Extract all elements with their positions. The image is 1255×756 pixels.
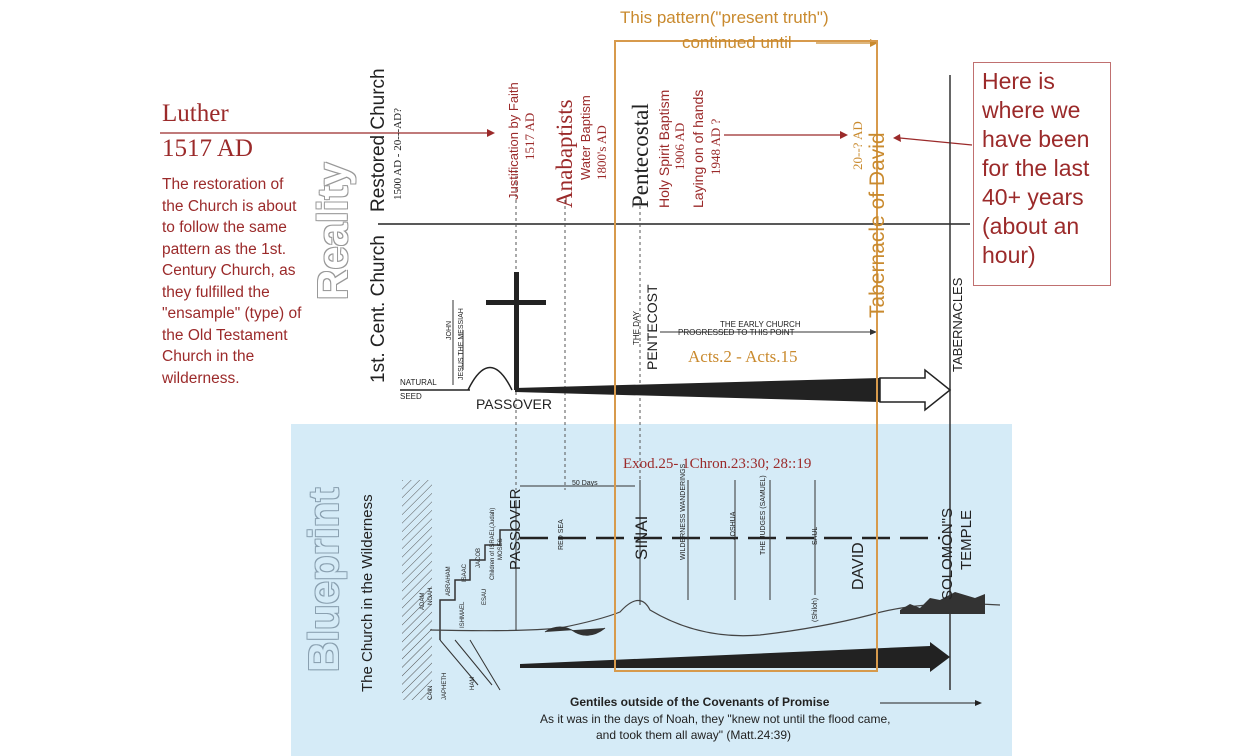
future-year: 20--? AD: [850, 121, 865, 170]
first-century-label: 1st. Cent. Church: [368, 235, 389, 383]
solomons-temple-line2: TEMPLE: [958, 509, 975, 570]
judges-label: THE JUDGES (SAMUEL): [760, 475, 767, 555]
patriarch-jacob: JACOB: [476, 547, 482, 568]
joshua-label: JOSHUA: [730, 511, 737, 540]
pattern-note-line2: continued until: [682, 33, 792, 52]
passover-label: PASSOVER: [476, 396, 552, 412]
noah-quote-line2: and took them all away" (Matt.24:39): [596, 728, 792, 742]
saul-label: SAUL: [812, 526, 819, 545]
restored-church-label: Restored Church: [368, 68, 389, 212]
patriarch-moses: MOSES: [498, 538, 504, 560]
callout-arrow: [899, 137, 973, 146]
the-day-label: THE DAY: [632, 310, 641, 345]
patriarch-abraham: ABRAHAM: [446, 566, 452, 596]
solomons-temple-line1: SOLOMON"S: [939, 507, 956, 600]
holy-spirit-year: 1906 AD: [672, 122, 687, 170]
patriarch-adam: ADAM: [420, 592, 426, 610]
callout-box: Here is where we have been for the last …: [973, 62, 1111, 286]
fifty-days-label: 50 Days: [572, 480, 598, 487]
lower-cain: CAIN: [428, 685, 434, 700]
gentiles-label: Gentiles outside of the Covenants of Pro…: [570, 695, 830, 709]
reality-title: Reality: [309, 162, 356, 300]
pattern-frame: [614, 40, 878, 672]
sinai-label: SINAI: [632, 515, 651, 560]
wilderness-label: WILDERNESS WANDERINGS: [680, 463, 687, 560]
restored-dates: 1500 AD - 20---AD?: [392, 108, 404, 200]
callout-text: Here is where we have been for the last …: [982, 68, 1090, 268]
patriarch-ishmael: ISHMAEL: [460, 601, 466, 628]
noah-quote-line1: As it was in the days of Noah, they "kne…: [540, 712, 891, 726]
patriarch-isaac: ISAAC: [462, 563, 468, 582]
timeline-arrow: [879, 368, 952, 412]
patriarch-noah: NOAH: [428, 587, 434, 605]
pentecost-label: PENTECOST: [644, 284, 660, 370]
jesus-label: JESUS THE MESSIAH: [458, 308, 465, 380]
red-sea-label: RED SEA: [558, 519, 565, 550]
tabernacle-david-label: Tabernacle of David: [866, 132, 889, 318]
blueprint-title: Blueprint: [300, 487, 347, 672]
shiloh-label: (Shiloh): [812, 597, 819, 622]
blueprint-passover: PASSOVER: [507, 488, 524, 570]
lower-ham: HAM: [470, 676, 476, 690]
luther-description: The restoration of the Church is about t…: [162, 176, 302, 387]
anabaptists-label: Anabaptists: [552, 99, 577, 208]
patriarch-israel: Children of ISRAEL(Judah): [490, 507, 496, 580]
timeline-wedge: [515, 378, 880, 402]
exodus-reference: Exod.25- 1Chron.23:30; 28::19: [623, 456, 812, 472]
water-baptism-year: 1800's AD: [594, 125, 609, 180]
early-church-line1: THE EARLY CHURCH: [720, 320, 801, 329]
john-label: JOHN: [446, 320, 453, 340]
david-label: DAVID: [850, 542, 867, 590]
laying-hands-label: Laying on of hands: [690, 89, 706, 208]
lower-japheth: JAPHETH: [442, 672, 448, 700]
blueprint-subtitle: The Church in the Wilderness: [359, 494, 376, 692]
water-baptism-label: Water Baptism: [578, 95, 593, 180]
patriarch-esau: ESAU: [482, 588, 488, 605]
justification-label: Justification by Faith: [506, 82, 521, 200]
laying-hands-year: 1948 AD ?: [708, 118, 723, 175]
holy-spirit-label: Holy Spirit Baptism: [656, 89, 672, 208]
justification-year: 1517 AD: [522, 112, 537, 160]
acts-label: Acts.2 - Acts.15: [688, 347, 798, 366]
pattern-note-line1: This pattern("present truth"): [620, 8, 829, 27]
blueprint-arrow: [520, 642, 950, 672]
luther-year: 1517 AD: [162, 135, 253, 162]
tabernacles-label: TABERNACLES: [950, 277, 965, 372]
pentecostal-label: Pentecostal: [628, 103, 653, 208]
luther-arrowhead: [487, 129, 495, 137]
seed-label: SEED: [400, 392, 422, 401]
luther-name: Luther: [162, 100, 229, 127]
cross-icon-vertical: [514, 272, 519, 390]
natural-label: NATURAL: [400, 378, 437, 387]
early-church-line2: PROGRESSED TO THIS POINT: [678, 328, 795, 337]
cross-icon-horizontal: [486, 300, 546, 305]
